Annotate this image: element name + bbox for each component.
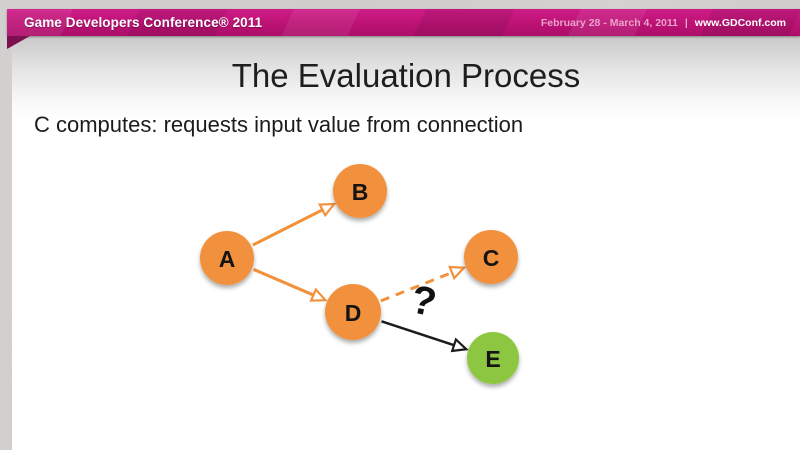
node-E: E: [467, 332, 519, 384]
conference-website: www.GDConf.com: [694, 16, 786, 29]
node-label-B: B: [352, 179, 369, 205]
arrowhead-icon: [309, 287, 328, 302]
node-C: C: [464, 230, 518, 284]
conference-brand: Game Developers Conference® 2011: [24, 15, 263, 30]
conference-info: February 28 - March 4, 2011 | www.GDConf…: [541, 17, 786, 29]
edge-A-D: [253, 268, 328, 302]
slide: [12, 9, 800, 450]
edge-layer: [252, 202, 469, 353]
conference-dates: February 28 - March 4, 2011: [540, 16, 678, 29]
node-D: D: [325, 284, 381, 340]
node-label-A: A: [219, 246, 236, 272]
arrowhead-icon: [450, 337, 469, 353]
node-label-D: D: [345, 300, 362, 326]
node-B: B: [333, 164, 387, 218]
node-label-E: E: [485, 346, 500, 372]
annotation-layer: ?: [407, 277, 440, 325]
edge-A-B: [252, 202, 337, 247]
node-A: A: [200, 231, 254, 285]
separator: |: [684, 16, 688, 29]
slide-subtitle: C computes: requests input value from co…: [34, 112, 524, 137]
node-layer: A B C D E: [200, 164, 519, 384]
node-label-C: C: [483, 245, 500, 271]
edge-D-C: [380, 265, 467, 303]
question-mark-label: ?: [407, 277, 440, 325]
slide-title: The Evaluation Process: [231, 57, 581, 94]
arrowhead-icon: [448, 265, 467, 281]
arrowhead-icon: [318, 202, 337, 218]
conference-ribbon: Game Developers Conference® 2011 Februar…: [7, 9, 800, 36]
edge-D-E: [381, 320, 469, 353]
